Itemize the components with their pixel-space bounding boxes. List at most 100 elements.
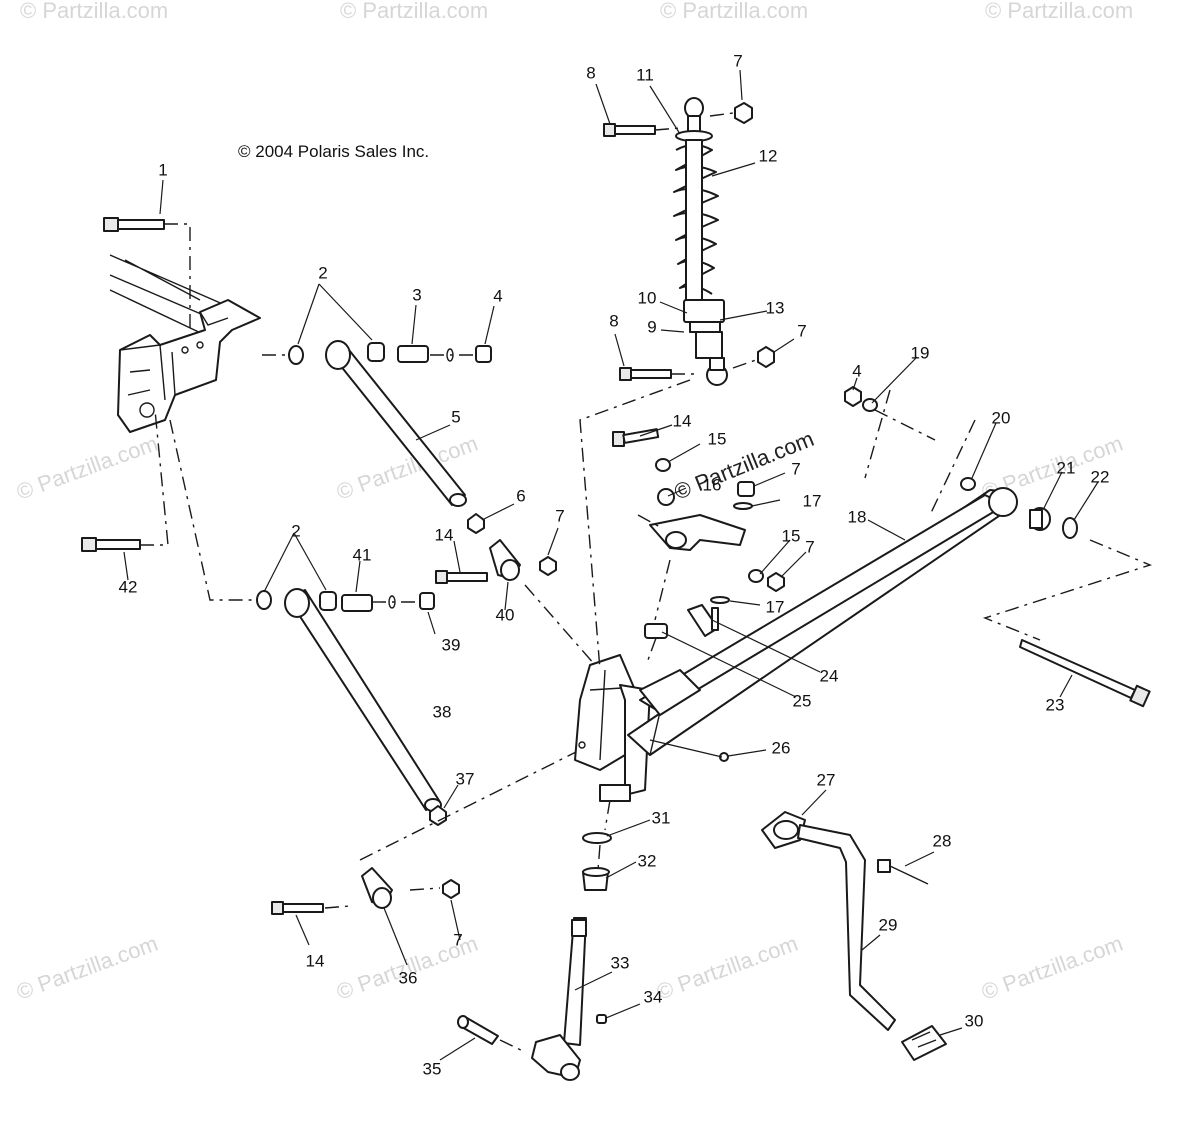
callout-35: 35 <box>423 1059 442 1078</box>
nut-part-7-shock <box>757 346 775 368</box>
watermark: © Partzilla.com <box>660 0 808 23</box>
callout-41: 41 <box>353 545 372 564</box>
bushing-part-21 <box>1029 507 1051 531</box>
callout-30: 30 <box>965 1011 984 1030</box>
bushing-part-2-lower <box>256 590 337 611</box>
callout-4-right: 4 <box>852 361 861 380</box>
callout-38: 38 <box>433 702 452 721</box>
frame-bracket <box>109 254 261 433</box>
nut-part-4-upper <box>475 345 492 363</box>
callout-26: 26 <box>772 738 791 757</box>
lower-control-arm-part-38 <box>284 588 442 812</box>
ball-joint-part-40 <box>489 539 521 581</box>
bushing-part-16-washer <box>657 488 675 506</box>
callout-31: 31 <box>652 808 671 827</box>
callout-28: 28 <box>933 831 952 850</box>
trailing-arm-part-18 <box>627 487 1018 756</box>
foot-lever-part-29 <box>797 824 896 1031</box>
callout-7-side: 7 <box>805 537 814 556</box>
watermarks: © Partzilla.com © Partzilla.com © Partzi… <box>13 0 1133 1005</box>
ball-joint-part-36 <box>361 867 393 909</box>
callout-34: 34 <box>644 987 663 1006</box>
callout-15-mid: 15 <box>782 526 801 545</box>
callout-14-upper: 14 <box>673 411 692 430</box>
callout-16: 16 <box>703 475 722 494</box>
bolt-part-42 <box>81 537 141 552</box>
watermark: © Partzilla.com <box>13 431 161 505</box>
callout-5: 5 <box>451 407 460 426</box>
callout-7-top: 7 <box>733 51 742 70</box>
callout-14-mid: 14 <box>435 525 454 544</box>
nut-part-7-top <box>734 102 753 124</box>
watermark: © Partzilla.com <box>340 0 488 23</box>
callout-15-upper: 15 <box>708 429 727 448</box>
callout-23: 23 <box>1046 695 1065 714</box>
pin-part-28 <box>877 859 929 885</box>
callout-32: 32 <box>638 851 657 870</box>
nut-part-7-side <box>767 572 785 592</box>
bolt-part-14-mid <box>435 570 488 584</box>
nut-part-39 <box>419 592 435 610</box>
callout-7-low: 7 <box>453 930 462 949</box>
footpad-part-30 <box>901 1025 947 1061</box>
callout-1: 1 <box>158 160 167 179</box>
callout-3: 3 <box>412 285 421 304</box>
seal-part-31 <box>582 832 612 844</box>
copyright-text: © 2004 Polaris Sales Inc. <box>238 142 429 161</box>
watermark: © Partzilla.com <box>985 0 1133 23</box>
callout-2-lower: 2 <box>291 521 300 540</box>
bushing-part-2-upper <box>288 342 385 365</box>
watermark: © Partzilla.com <box>978 931 1126 1005</box>
washer-part-20 <box>960 477 976 491</box>
sleeve-part-3 <box>397 345 429 363</box>
callout-8-bottom: 8 <box>609 311 618 330</box>
bushing-part-32 <box>582 867 610 891</box>
callout-20: 20 <box>992 408 1011 427</box>
callout-11: 11 <box>636 65 654 84</box>
callout-19: 19 <box>911 343 930 362</box>
upper-control-arm-part-5 <box>325 340 467 507</box>
bolt-part-8-top <box>603 123 656 137</box>
callout-33: 33 <box>611 953 630 972</box>
bolt-part-23 <box>1019 639 1151 708</box>
bushing-part-25 <box>644 623 668 639</box>
nut-part-7-arm <box>737 481 755 497</box>
pin-part-35 <box>457 1015 499 1045</box>
bolt-part-14-low <box>271 901 324 915</box>
washer-part-15-upper <box>655 458 671 472</box>
callout-2-upper: 2 <box>318 263 327 282</box>
callout-9: 9 <box>647 317 656 336</box>
callout-8-top: 8 <box>586 63 595 82</box>
callout-4-upper: 4 <box>493 286 502 305</box>
callouts: 1 2 3 4 5 6 7 8 11 7 12 10 13 9 8 7 14 1… <box>119 51 1110 1078</box>
callout-7-shock: 7 <box>797 321 806 340</box>
callout-12: 12 <box>759 146 778 165</box>
washer-part-17-upper <box>733 502 753 510</box>
watermark: © Partzilla.com <box>13 931 161 1005</box>
callout-18: 18 <box>848 507 867 526</box>
callout-42: 42 <box>119 577 138 596</box>
bolt-part-8-bottom <box>619 367 672 381</box>
nut-part-7-low <box>442 879 460 899</box>
callout-25: 25 <box>793 691 812 710</box>
grease-fitting-part-34 <box>596 1014 607 1024</box>
bracket-upper-arm-mount <box>639 669 701 716</box>
callout-7-mid: 7 <box>555 506 564 525</box>
nut-part-37 <box>429 805 447 826</box>
snap-ring-part-22 <box>1062 517 1078 539</box>
callout-29: 29 <box>879 915 898 934</box>
callout-37: 37 <box>456 769 475 788</box>
watermark: © Partzilla.com <box>20 0 168 23</box>
callout-7-arm: 7 <box>791 459 800 478</box>
callout-39: 39 <box>442 635 461 654</box>
nut-part-4-right <box>844 386 862 407</box>
watermark: © Partzilla.com <box>653 931 801 1005</box>
nut-part-7-mid <box>539 556 557 576</box>
tie-rod-end-part-24 <box>687 604 719 637</box>
callout-24: 24 <box>820 666 839 685</box>
steering-arm-part-16 <box>649 514 746 551</box>
callout-6: 6 <box>516 486 525 505</box>
callout-10: 10 <box>638 288 657 307</box>
callout-17-upper: 17 <box>803 491 822 510</box>
nut-part-6 <box>467 513 485 534</box>
